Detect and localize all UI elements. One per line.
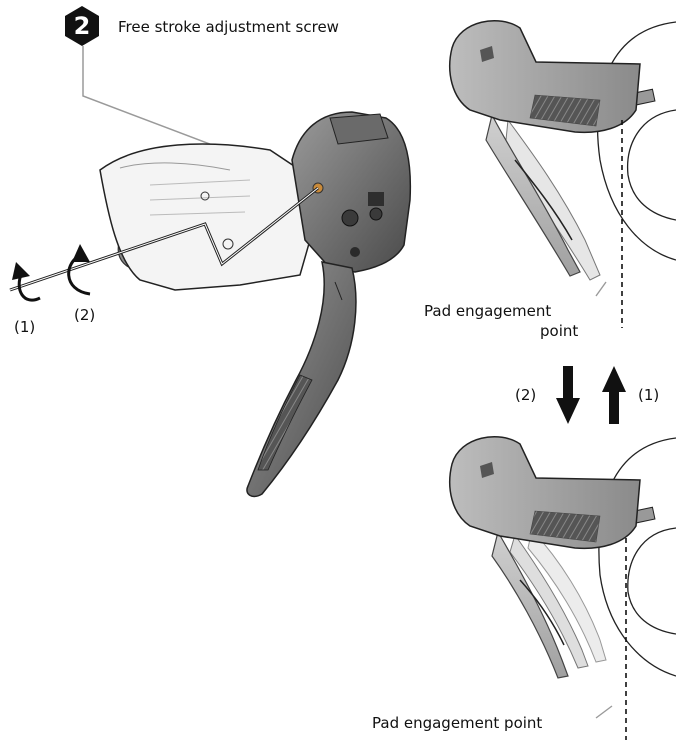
step-title: Free stroke adjustment screw (118, 18, 339, 36)
top-callout-line2: point (540, 322, 578, 340)
movement-label-down: (2) (515, 386, 536, 404)
step-number: 2 (65, 12, 99, 40)
shifter-main-illustration (10, 112, 410, 496)
top-view-illustration (450, 21, 676, 328)
bottom-callout: Pad engagement point (372, 714, 542, 732)
rotation-label-ccw: (1) (14, 318, 35, 336)
bottom-view-illustration (450, 437, 676, 740)
rotation-label-cw: (2) (74, 306, 95, 324)
arrow-up-icon (602, 366, 626, 424)
movement-label-up: (1) (638, 386, 659, 404)
top-callout-line1: Pad engagement (424, 302, 551, 320)
arrow-down-icon (556, 366, 580, 424)
